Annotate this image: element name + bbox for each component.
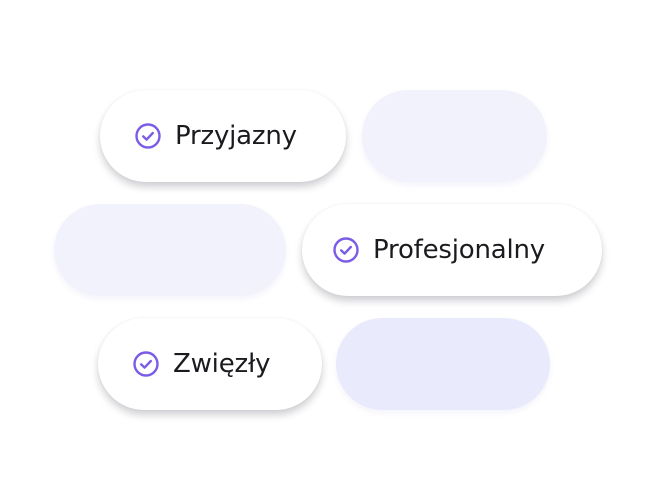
chip-zwiezly[interactable]: Zwięzły xyxy=(98,318,322,410)
chip-label: Przyjazny xyxy=(175,121,297,151)
check-circle-icon xyxy=(134,122,162,150)
chip-label: Zwięzły xyxy=(173,349,271,379)
check-circle-icon xyxy=(332,236,360,264)
chip-label: Profesjonalny xyxy=(373,235,545,265)
chip-profesjonalny[interactable]: Profesjonalny xyxy=(302,204,602,296)
chip-przyjazny[interactable]: Przyjazny xyxy=(100,90,346,182)
check-circle-icon xyxy=(132,350,160,378)
chip-empty[interactable] xyxy=(336,318,550,410)
chip-empty[interactable] xyxy=(54,204,286,296)
chip-empty[interactable] xyxy=(362,90,547,182)
